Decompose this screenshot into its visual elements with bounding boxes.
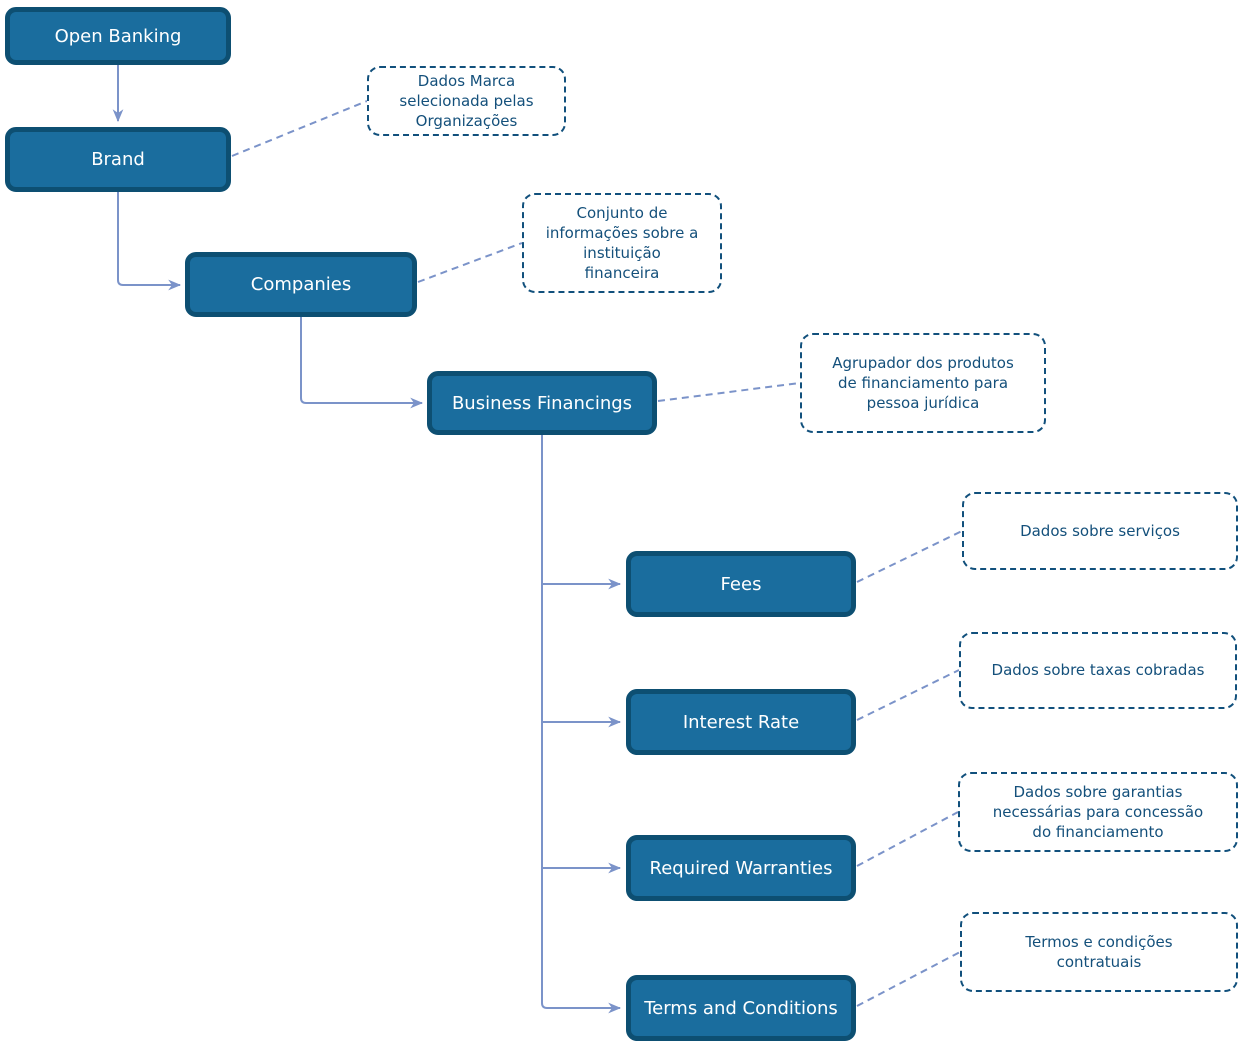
annotation-business-financings: Agrupador dos produtos de financiamento … — [800, 333, 1046, 433]
node-fees: Fees — [626, 551, 856, 617]
edge-interest-rate-to-annotation — [856, 669, 960, 721]
annotation-brand: Dados Marca selecionada pelas Organizaçõ… — [367, 66, 566, 136]
edge-companies-to-annotation — [417, 242, 523, 283]
node-interest-rate: Interest Rate — [626, 689, 856, 755]
node-required-warranties: Required Warranties — [626, 835, 856, 901]
node-brand: Brand — [5, 127, 231, 192]
node-business-financings: Business Financings — [427, 371, 657, 435]
edge-companies-to-business-financings — [300, 317, 424, 409]
edge-fees-to-annotation — [856, 530, 963, 583]
edge-business-financings-to-annotation — [657, 382, 801, 402]
annotation-required-warranties: Dados sobre garantias necessárias para c… — [958, 772, 1238, 852]
edge-business-financings-to-terms-and-conditions — [541, 435, 622, 1014]
node-terms-and-conditions: Terms and Conditions — [626, 975, 856, 1041]
annotation-fees: Dados sobre serviços — [962, 492, 1238, 570]
edge-terms-and-conditions-to-annotation — [856, 951, 961, 1007]
annotation-interest-rate: Dados sobre taxas cobradas — [959, 632, 1237, 709]
annotation-companies: Conjunto de informações sobre a institui… — [522, 193, 722, 293]
node-open-banking: Open Banking — [5, 7, 231, 65]
annotation-terms-and-conditions: Termos e condições contratuais — [960, 912, 1238, 992]
edge-required-warranties-to-annotation — [856, 811, 959, 867]
edge-brand-to-companies — [117, 192, 182, 291]
node-companies: Companies — [185, 252, 417, 317]
edge-brand-to-annotation — [231, 100, 368, 157]
